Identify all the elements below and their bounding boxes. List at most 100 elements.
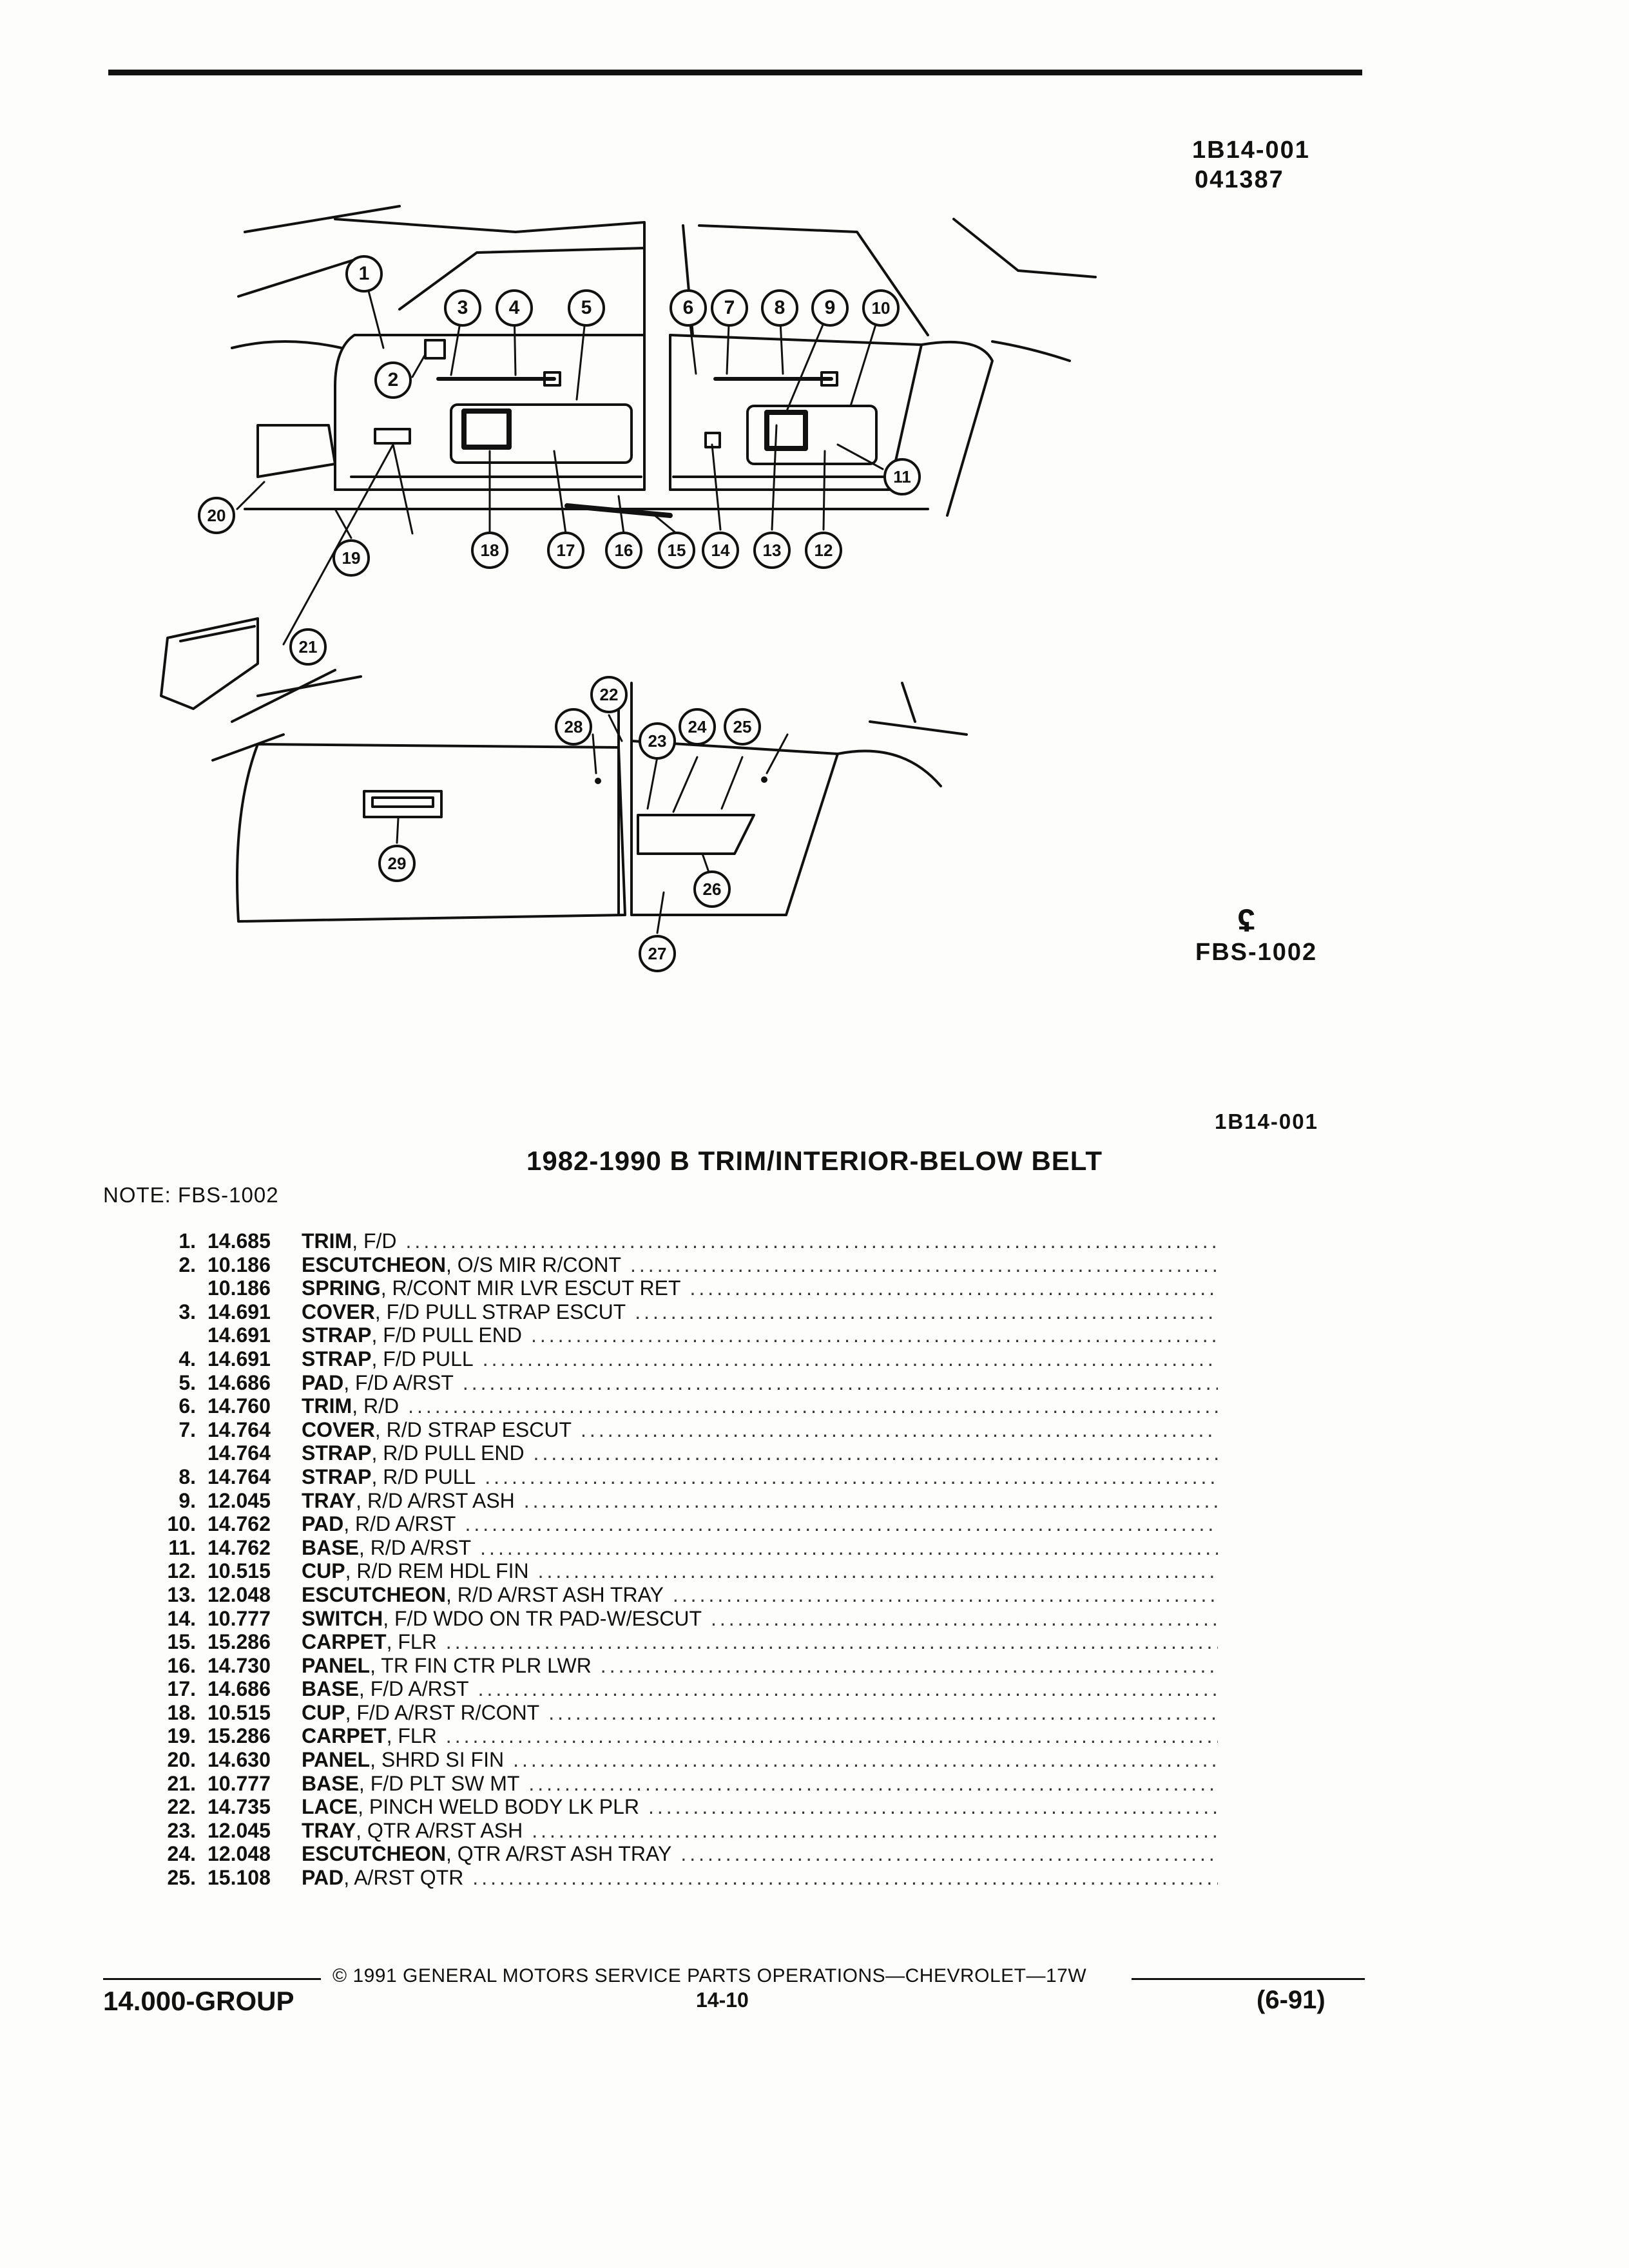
part-number: 20. [167,1748,196,1772]
part-number: 17. [167,1677,196,1701]
part-description: STRAP, F/D PULL END [302,1323,522,1347]
leader-dots: ........................................… [408,1394,1218,1418]
part-name: CARPET [302,1630,387,1654]
part-name: PAD [302,1370,344,1394]
part-description: CUP, F/D A/RST R/CONT [302,1701,539,1725]
part-name: STRAP [302,1441,372,1465]
leader-dots: ........................................… [648,1795,1218,1819]
part-name: CARPET [302,1724,387,1748]
callout-12: 12 [805,532,842,569]
fbs-symbol: ʢ [1237,903,1255,939]
callout-17: 17 [547,532,584,569]
callout-7: 7 [711,289,748,327]
leader-dots: ........................................… [472,1866,1218,1890]
part-detail: , SHRD SI FIN [370,1748,505,1772]
pinch-weld-lace [617,682,633,916]
part-group-code: 14.764 [207,1418,271,1441]
part-group-code: 15.286 [207,1724,271,1748]
side-shroud [256,424,336,478]
part-group-code: 10.777 [207,1771,271,1795]
callout-5: 5 [568,289,605,327]
part-number: 25. [167,1866,196,1890]
callout-25: 25 [724,708,761,745]
callout-14: 14 [702,532,739,569]
leader-dots: ........................................… [532,1818,1218,1842]
part-detail: , PINCH WELD BODY LK PLR [358,1795,639,1819]
part-description: PAD, F/D A/RST [302,1371,454,1395]
front-armrest [450,403,633,464]
leader-dots: ........................................… [530,1323,1218,1347]
part-detail: , F/D A/RST R/CONT [345,1700,540,1724]
callout-29: 29 [378,845,416,882]
part-detail: , R/D PULL [371,1465,476,1488]
leader-dots: ........................................… [465,1512,1218,1536]
part-name: TRIM [302,1229,352,1253]
rear-pull-cup [764,410,808,451]
leader-dots: ........................................… [600,1653,1218,1677]
part-detail: , F/D [352,1229,397,1253]
part-description: PANEL, SHRD SI FIN [302,1748,504,1772]
part-number: 4. [178,1347,196,1370]
switch-base [160,617,259,710]
part-group-code: 14.730 [207,1653,271,1677]
part-group-code: 10.515 [207,1700,271,1724]
rear-armrest [746,405,878,465]
leader-dots: ........................................… [462,1370,1218,1394]
part-number: 6. [178,1394,196,1418]
part-name: LACE [302,1795,358,1819]
part-name: ESCUTCHEON [302,1582,447,1606]
part-number: 18. [167,1700,196,1724]
part-number: 5. [178,1370,196,1394]
part-group-code: 15.286 [207,1630,271,1654]
part-group-code: 12.045 [207,1488,271,1512]
part-group-code: 14.685 [207,1229,271,1253]
part-name: COVER [302,1300,375,1323]
part-detail: , FLR [386,1724,437,1748]
front-door-panel [334,334,646,491]
part-group-code: 15.108 [207,1866,271,1890]
part-detail: , A/RST QTR [343,1866,464,1890]
callout-13: 13 [753,532,791,569]
leader-dots: ........................................… [680,1842,1218,1866]
part-name: BASE [302,1535,359,1559]
leader-dots: ........................................… [485,1465,1218,1488]
part-name: TRIM [302,1394,352,1418]
footer-group: 14.000-GROUP [103,1986,294,2016]
callout-23: 23 [639,722,676,760]
leader-dots: ........................................… [689,1276,1218,1300]
part-number [148,1276,207,1300]
callout-15: 15 [658,532,695,569]
callout-3: 3 [444,289,481,327]
part-detail: , R/D REM HDL FIN [345,1559,529,1583]
leader-dots: ........................................… [630,1253,1218,1276]
part-group-code: 14.760 [207,1394,271,1418]
leader-dots: ........................................… [482,1347,1218,1370]
part-description: SWITCH, F/D WDO ON TR PAD-W/ESCUT [302,1607,702,1631]
part-detail: , F/D PULL END [371,1323,522,1347]
part-number: 2. [178,1253,196,1276]
part-name: SWITCH [302,1606,383,1630]
part-name: ESCUTCHEON [302,1842,447,1866]
part-number [148,1441,207,1465]
callout-21: 21 [289,628,327,666]
part-detail: , QTR A/RST ASH TRAY [446,1842,672,1866]
leader-dots: ........................................… [711,1606,1218,1630]
part-detail: , R/D A/RST [343,1512,456,1536]
part-group-code: 12.048 [207,1582,271,1606]
part-description: TRIM, R/D [302,1394,399,1418]
callout-4: 4 [496,289,533,327]
part-name: ESCUTCHEON [302,1253,447,1276]
part-group-code: 12.045 [207,1818,271,1842]
